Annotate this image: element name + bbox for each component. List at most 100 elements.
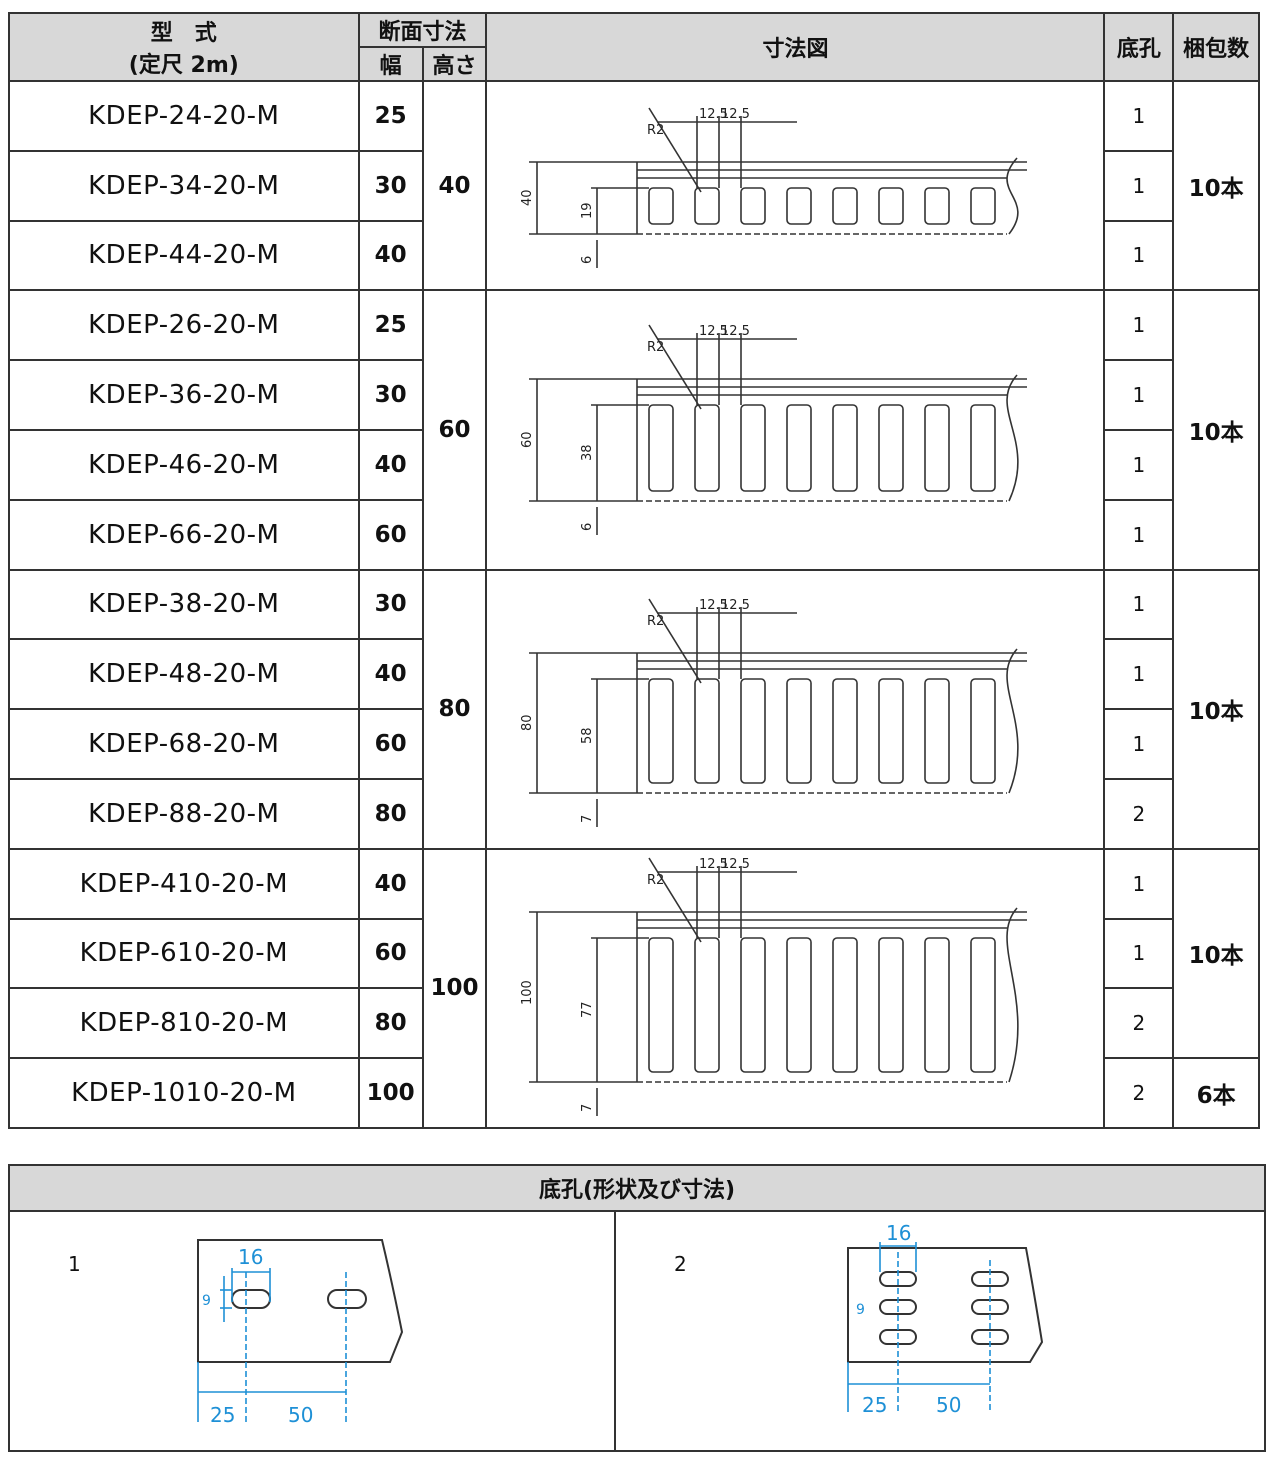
height-dim-label: 40 — [520, 190, 535, 207]
height-cell: 60 — [421, 289, 488, 571]
hole-type-cell: 1 — [1103, 80, 1175, 152]
hole-type-2-label: 2 — [674, 1252, 687, 1276]
width-cell: 25 — [357, 80, 424, 152]
width-cell: 40 — [357, 638, 424, 711]
slot — [924, 404, 951, 493]
height-dim-label: 100 — [520, 980, 535, 1005]
model-cell: KDEP-410-20-M — [8, 847, 360, 920]
inner-dim-label: 19 — [580, 203, 595, 220]
hole-type-cell: 1 — [1103, 498, 1175, 571]
package-cell: 10本 — [1172, 289, 1260, 571]
slot — [740, 187, 767, 225]
model-cell: KDEP-44-20-M — [8, 219, 360, 292]
model-cell: KDEP-34-20-M — [8, 149, 360, 222]
slot — [924, 937, 951, 1073]
bottom-hole-table: 底孔(形状及び寸法) 1 — [8, 1164, 1266, 1452]
slot — [740, 937, 767, 1073]
hole-type-1-label: 1 — [68, 1252, 81, 1276]
package-cell: 10本 — [1172, 79, 1260, 292]
slot — [832, 404, 859, 493]
hole-type-cell: 1 — [1103, 917, 1175, 990]
width-cell: 60 — [357, 498, 424, 571]
radius-label: R2 — [647, 123, 664, 138]
header-width: 幅 — [357, 46, 424, 82]
pitch-2-label: 12.5 — [721, 324, 750, 339]
width-cell: 40 — [357, 219, 424, 292]
width-cell: 40 — [357, 847, 424, 920]
hole-type-1-cell: 1 16 9 — [8, 1210, 616, 1452]
spec-table: 型 式 (定尺 2m) 断面寸法 寸法図 底孔 梱包数 幅 高さ KDEP-24… — [8, 12, 1260, 1129]
hole1-pitch: 50 — [288, 1403, 313, 1427]
hole-type-cell: 1 — [1103, 149, 1175, 222]
slot — [648, 677, 675, 784]
bottom-dim-label: 7 — [580, 814, 595, 822]
slot — [786, 187, 813, 225]
height-cell: 80 — [421, 568, 488, 850]
pitch-1-label: 12.5 — [699, 598, 728, 613]
hole-type-1-diagram: 16 9 25 50 — [197, 1239, 404, 1427]
model-cell: KDEP-610-20-M — [8, 917, 360, 990]
slot — [694, 404, 721, 493]
slot — [740, 404, 767, 493]
header-height: 高さ — [421, 46, 488, 82]
bottom-dim-label: 7 — [580, 1104, 595, 1112]
model-cell: KDEP-26-20-M — [8, 289, 360, 362]
hole1-edge: 25 — [210, 1403, 235, 1427]
slot — [694, 187, 721, 225]
slot — [832, 937, 859, 1073]
hole-type-cell: 2 — [1103, 987, 1175, 1060]
hole2-slot-h: 9 — [856, 1302, 865, 1318]
hole-type-cell: 1 — [1103, 847, 1175, 920]
hole2-pitch: 50 — [936, 1393, 961, 1417]
width-cell: 30 — [357, 568, 424, 641]
slot — [832, 187, 859, 225]
width-cell: 30 — [357, 359, 424, 431]
width-cell: 60 — [357, 708, 424, 780]
bottom-dim-label: 6 — [580, 523, 595, 531]
hole-type-cell: 1 — [1103, 359, 1175, 431]
slot — [878, 187, 905, 225]
width-cell: 40 — [357, 428, 424, 501]
slot — [878, 937, 905, 1073]
bottom-hole-title: 底孔(形状及び寸法) — [8, 1164, 1266, 1212]
width-cell: 30 — [357, 149, 424, 222]
pitch-2-label: 12.5 — [721, 107, 750, 122]
height-cell: 100 — [421, 847, 488, 1129]
radius-label: R2 — [647, 340, 664, 355]
model-cell: KDEP-24-20-M — [8, 80, 360, 152]
package-cell: 10本 — [1172, 847, 1260, 1060]
header-section-dim: 断面寸法 — [357, 12, 488, 48]
pitch-2-label: 12.5 — [721, 857, 750, 872]
slot — [970, 937, 997, 1073]
slot-icon — [231, 1289, 271, 1309]
model-cell: KDEP-1010-20-M — [8, 1057, 360, 1129]
hole-type-cell: 1 — [1103, 428, 1175, 501]
duct-bottom-outline — [197, 1239, 404, 1363]
slot — [648, 937, 675, 1073]
slot — [740, 677, 767, 784]
header-bottom-hole: 底孔 — [1103, 12, 1175, 82]
slot — [970, 677, 997, 784]
slot — [970, 404, 997, 493]
hole-type-cell: 2 — [1103, 1057, 1175, 1129]
hole-type-cell: 1 — [1103, 568, 1175, 641]
hole-type-cell: 1 — [1103, 708, 1175, 780]
slot — [648, 404, 675, 493]
slot — [648, 187, 675, 225]
duct-bottom-outline — [847, 1247, 1044, 1363]
inner-dim-label: 58 — [580, 727, 595, 744]
